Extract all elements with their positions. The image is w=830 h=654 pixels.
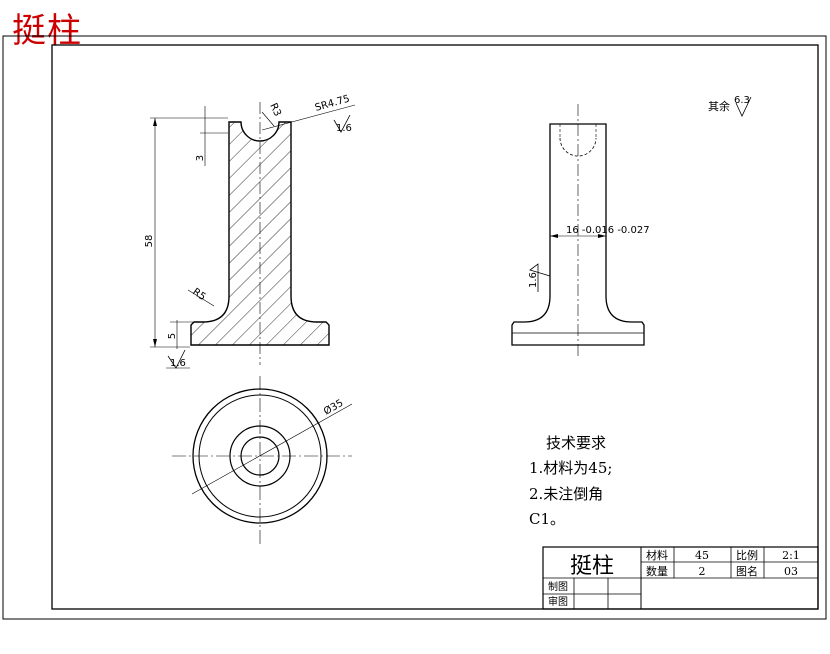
dia16-text: 16 -0.016 -0.027 (566, 225, 650, 236)
rough-top-symbol (333, 114, 351, 133)
other-roughness-symbol (735, 96, 752, 117)
tb-material-value: 45 (695, 549, 709, 562)
other-roughness-value: 6.3 (734, 95, 750, 106)
sr-leader (261, 104, 356, 131)
section-view: 58 3 R3 SR4.75 1.6 R5 5 1.6 (144, 94, 356, 369)
rough-side-text: 1.6 (528, 272, 539, 288)
tb-name: 挺柱 (570, 554, 614, 579)
tech-line-3: C1。 (529, 510, 565, 528)
outer-border (2, 35, 827, 620)
tb-scale-value: 2:1 (782, 549, 800, 562)
rough-side-symbol (529, 263, 551, 292)
tech-line-1: 1.材料为45; (529, 459, 612, 477)
tb-quantity-label: 数量 (646, 565, 668, 578)
r3-text: R3 (267, 102, 283, 119)
tb-scale-label: 比例 (736, 548, 758, 562)
inner-frame (51, 44, 819, 610)
tb-quantity-value: 2 (699, 565, 706, 578)
title-block (542, 546, 819, 610)
tb-drawn-label: 制图 (548, 580, 568, 593)
top-view: Ø35 (172, 376, 353, 546)
tech-line-2: 2.未注倒角 (529, 485, 603, 503)
tb-checked-label: 审图 (548, 595, 568, 608)
tb-drawing-no-label: 图名 (736, 564, 758, 578)
tb-material-label: 材料 (646, 548, 668, 562)
r3-leader (261, 111, 275, 127)
dia35-leader (191, 403, 353, 495)
rough-bottom-symbol (167, 349, 186, 369)
part-title-red: 挺柱 (12, 11, 82, 51)
other-roughness-label: 其余 (708, 99, 730, 113)
rough-bottom-text: 1.6 (170, 358, 186, 369)
side-view: 16 -0.016 -0.027 1.6 (511, 104, 650, 358)
dim-3-text: 3 (195, 155, 206, 161)
tech-title: 技术要求 (546, 434, 606, 452)
r5-leader (187, 289, 215, 307)
dim-58-text: 58 (144, 235, 155, 248)
side-outline (511, 123, 645, 346)
dim-5-text: 5 (167, 333, 178, 339)
tb-drawing-no-value: 03 (784, 565, 798, 578)
rough-top-text: 1.6 (336, 123, 352, 134)
